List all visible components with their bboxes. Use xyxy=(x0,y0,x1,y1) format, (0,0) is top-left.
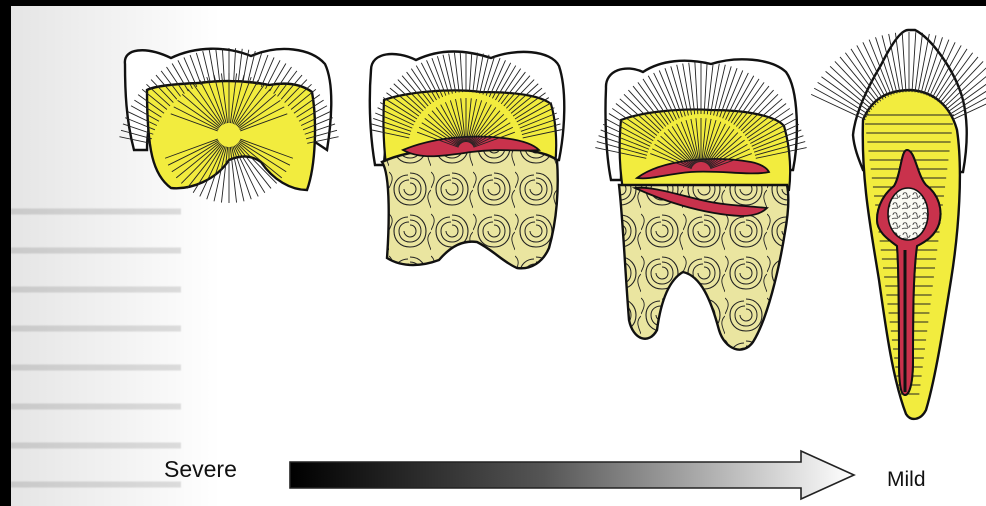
teeth-diagram xyxy=(11,0,986,506)
diagram-frame: Severe Mild xyxy=(11,0,986,506)
severity-gradient-arrow-icon xyxy=(290,451,854,499)
tubule-line xyxy=(821,77,870,112)
tubule-line xyxy=(814,88,867,117)
severity-severe-label: Severe xyxy=(164,456,237,483)
severity-mild-label: Mild xyxy=(887,468,926,492)
tooth-2-molar xyxy=(370,52,564,269)
tubule-line xyxy=(830,66,874,107)
tubule-line xyxy=(826,71,872,109)
